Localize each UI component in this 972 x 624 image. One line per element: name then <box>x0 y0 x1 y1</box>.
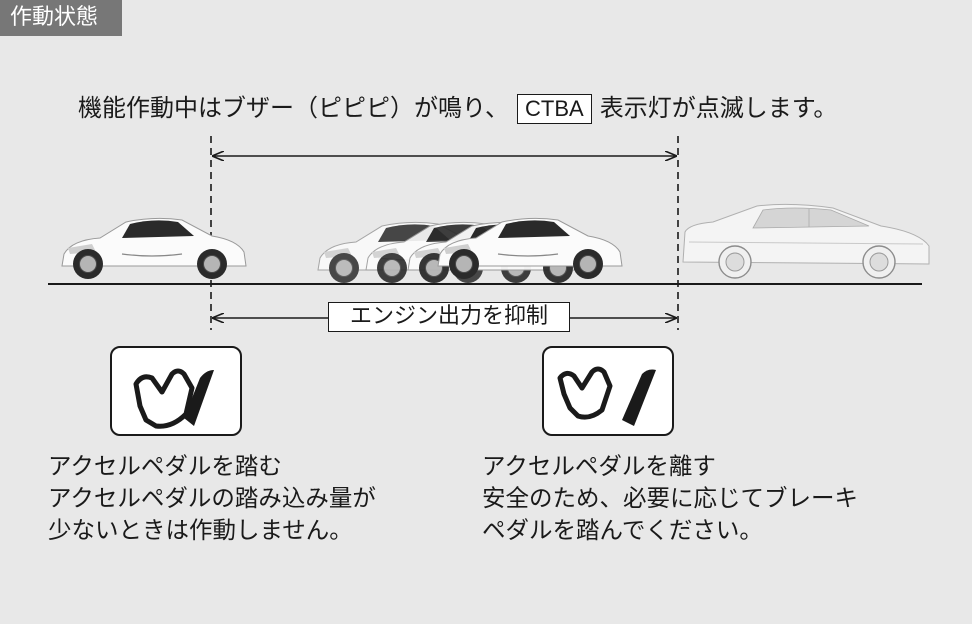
release-line-3: ペダルを踏んでください。 <box>482 516 763 544</box>
section-tag: 作動状態 <box>0 0 122 36</box>
press-line-2: アクセルペダルの踏み込み量が <box>48 484 376 512</box>
engine-output-limit-label: エンジン出力を抑制 <box>328 302 570 332</box>
own-car-start <box>61 217 247 280</box>
foot-releasing-pedal-icon <box>557 366 656 426</box>
press-line-3: 少ないときは作動しません。 <box>48 516 353 544</box>
foot-pressing-pedal-icon <box>133 368 214 429</box>
release-line-2: 安全のため、必要に応じてブレーキ <box>482 484 858 512</box>
vehicle-ahead-sedan <box>682 203 930 279</box>
press-pedal-icon-box <box>110 346 242 436</box>
headline-text-after: 表示灯が点滅します。 <box>599 94 838 122</box>
headline-text-before: 機能作動中はブザー（ピピピ）が鳴り、 <box>78 94 510 122</box>
press-line-1: アクセルペダルを踏む <box>48 452 282 480</box>
ctba-indicator-label: CTBA <box>517 94 592 124</box>
release-line-1: アクセルペダルを離す <box>482 452 716 480</box>
release-pedal-description: アクセルペダルを離す 安全のため、必要に応じてブレーキ ペダルを踏んでください。 <box>482 450 858 546</box>
release-pedal-icon-box <box>542 346 674 436</box>
press-pedal-description: アクセルペダルを踏む アクセルペダルの踏み込み量が 少ないときは作動しません。 <box>48 450 376 546</box>
